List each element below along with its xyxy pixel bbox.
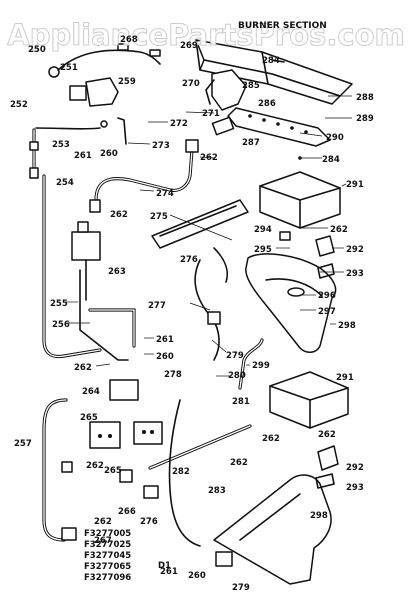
part-label: 262 <box>94 517 112 527</box>
part-label: 262 <box>330 225 348 235</box>
part-label: 292 <box>346 463 364 473</box>
part-label: 275 <box>150 212 168 222</box>
part-label: 250 <box>28 45 46 55</box>
part-label: 285 <box>242 81 260 91</box>
part-label: 289 <box>356 114 374 124</box>
part-label: 260 <box>100 149 118 159</box>
part-label: 288 <box>356 93 374 103</box>
part-label: 297 <box>318 307 336 317</box>
part-label: 298 <box>310 511 328 521</box>
part-label: 287 <box>242 138 260 148</box>
part-label: 263 <box>108 267 126 277</box>
part-label: 262 <box>74 363 92 373</box>
part-label: 276 <box>140 517 158 527</box>
part-label: 283 <box>208 486 226 496</box>
electrode-bracket <box>205 69 247 111</box>
top-burner-tube <box>227 107 331 147</box>
part-label: 251 <box>60 63 78 73</box>
model-number: F3277045 <box>84 551 131 561</box>
part-label: 257 <box>14 439 32 449</box>
part-label: 290 <box>326 133 344 143</box>
part-label: 254 <box>56 178 74 188</box>
part-label: 256 <box>52 320 70 330</box>
part-label: 284 <box>322 155 340 165</box>
part-label: 267 <box>94 536 112 546</box>
part-label: 261 <box>160 567 178 577</box>
watermark-text: AppliancePartsPros.com <box>7 18 404 52</box>
section-title: BURNER SECTION <box>238 21 327 31</box>
part-label: 294 <box>254 225 272 235</box>
part-label: 265 <box>80 413 98 423</box>
part-label: 262 <box>86 461 104 471</box>
part-label: 260 <box>156 352 174 362</box>
part-labels: 250 251 252 253 254 255 256 257 259 260 … <box>10 35 374 593</box>
part-label: 261 <box>156 335 174 345</box>
part-label: 259 <box>118 77 136 87</box>
part-label: 299 <box>252 361 270 371</box>
part-label: 279 <box>232 583 250 593</box>
diagram-code: D1 <box>158 561 171 571</box>
part-label: 262 <box>230 458 248 468</box>
part-label: 284 <box>262 56 280 66</box>
part-label: 280 <box>228 371 246 381</box>
model-number-list: F3277005 F3277025 F3277045 F3277065 F327… <box>84 529 171 583</box>
part-label: 276 <box>180 255 198 265</box>
leader-lines <box>66 95 352 377</box>
model-number: F3277005 <box>84 529 131 539</box>
part-label: 268 <box>120 35 138 45</box>
part-label: 293 <box>346 269 364 279</box>
part-label: 282 <box>172 467 190 477</box>
part-label: 260 <box>188 571 206 581</box>
part-label: 291 <box>346 180 364 190</box>
part-label: 269 <box>180 41 198 51</box>
part-label: 261 <box>74 151 92 161</box>
part-label: 262 <box>262 434 280 444</box>
part-label: 281 <box>232 397 250 407</box>
part-label: 253 <box>52 140 70 150</box>
part-label: 255 <box>50 299 68 309</box>
part-label: 271 <box>202 109 220 119</box>
part-label: 266 <box>118 507 136 517</box>
part-label: 277 <box>148 301 166 311</box>
part-label: 293 <box>346 483 364 493</box>
part-label: 270 <box>182 79 200 89</box>
part-label: 264 <box>82 387 100 397</box>
part-label: 272 <box>170 119 188 129</box>
model-number: F3277096 <box>84 573 131 583</box>
part-label: 278 <box>164 370 182 380</box>
part-label: 274 <box>156 189 174 199</box>
model-number: F3277065 <box>84 562 131 572</box>
part-label: 296 <box>318 291 336 301</box>
part-label: 265 <box>104 466 122 476</box>
model-number: F3277025 <box>84 540 131 550</box>
part-label: 298 <box>338 321 356 331</box>
part-label: 286 <box>258 99 276 109</box>
part-label: 279 <box>226 351 244 361</box>
part-label: 252 <box>10 100 28 110</box>
part-label: 292 <box>346 245 364 255</box>
part-label: 262 <box>318 430 336 440</box>
part-label: 295 <box>254 245 272 255</box>
part-label: 291 <box>336 373 354 383</box>
broiler-burner-bracket <box>195 39 353 105</box>
parts-artwork <box>29 39 353 585</box>
part-label: 262 <box>110 210 128 220</box>
part-label: 262 <box>200 153 218 163</box>
part-label: 273 <box>152 141 170 151</box>
